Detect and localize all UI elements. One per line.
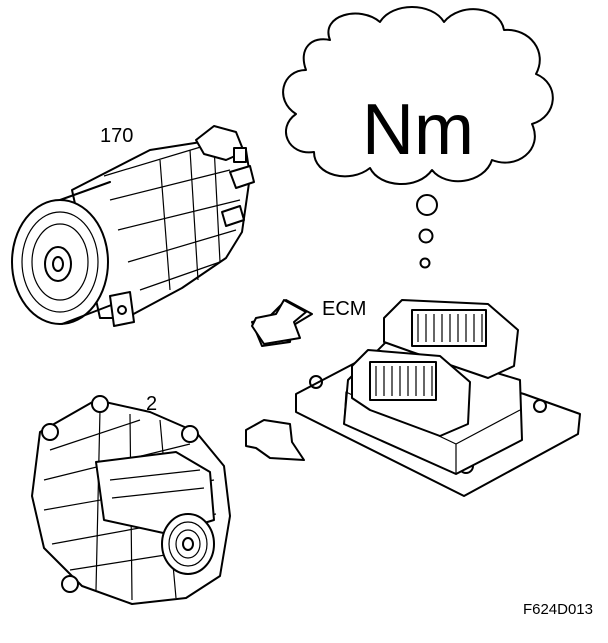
arrow-compressor-to-ecm xyxy=(251,299,313,347)
thought-bubble-large xyxy=(416,194,438,216)
thought-cloud: Nm xyxy=(282,6,554,269)
ecm-label: ECM xyxy=(322,298,366,320)
compressor-label: 170 xyxy=(100,125,133,147)
ecm-unit: ECM xyxy=(295,298,581,497)
figure-code: F624D013 xyxy=(523,601,593,618)
alternator: 2 xyxy=(31,393,231,605)
thought-bubble-medium xyxy=(418,228,434,244)
alternator-label: 2 xyxy=(146,393,157,415)
thought-bubble-small xyxy=(419,257,431,269)
ac-compressor: 170 xyxy=(11,125,255,327)
torque-unit-text: Nm xyxy=(362,90,474,170)
arrow-alternator-to-ecm xyxy=(245,419,305,461)
